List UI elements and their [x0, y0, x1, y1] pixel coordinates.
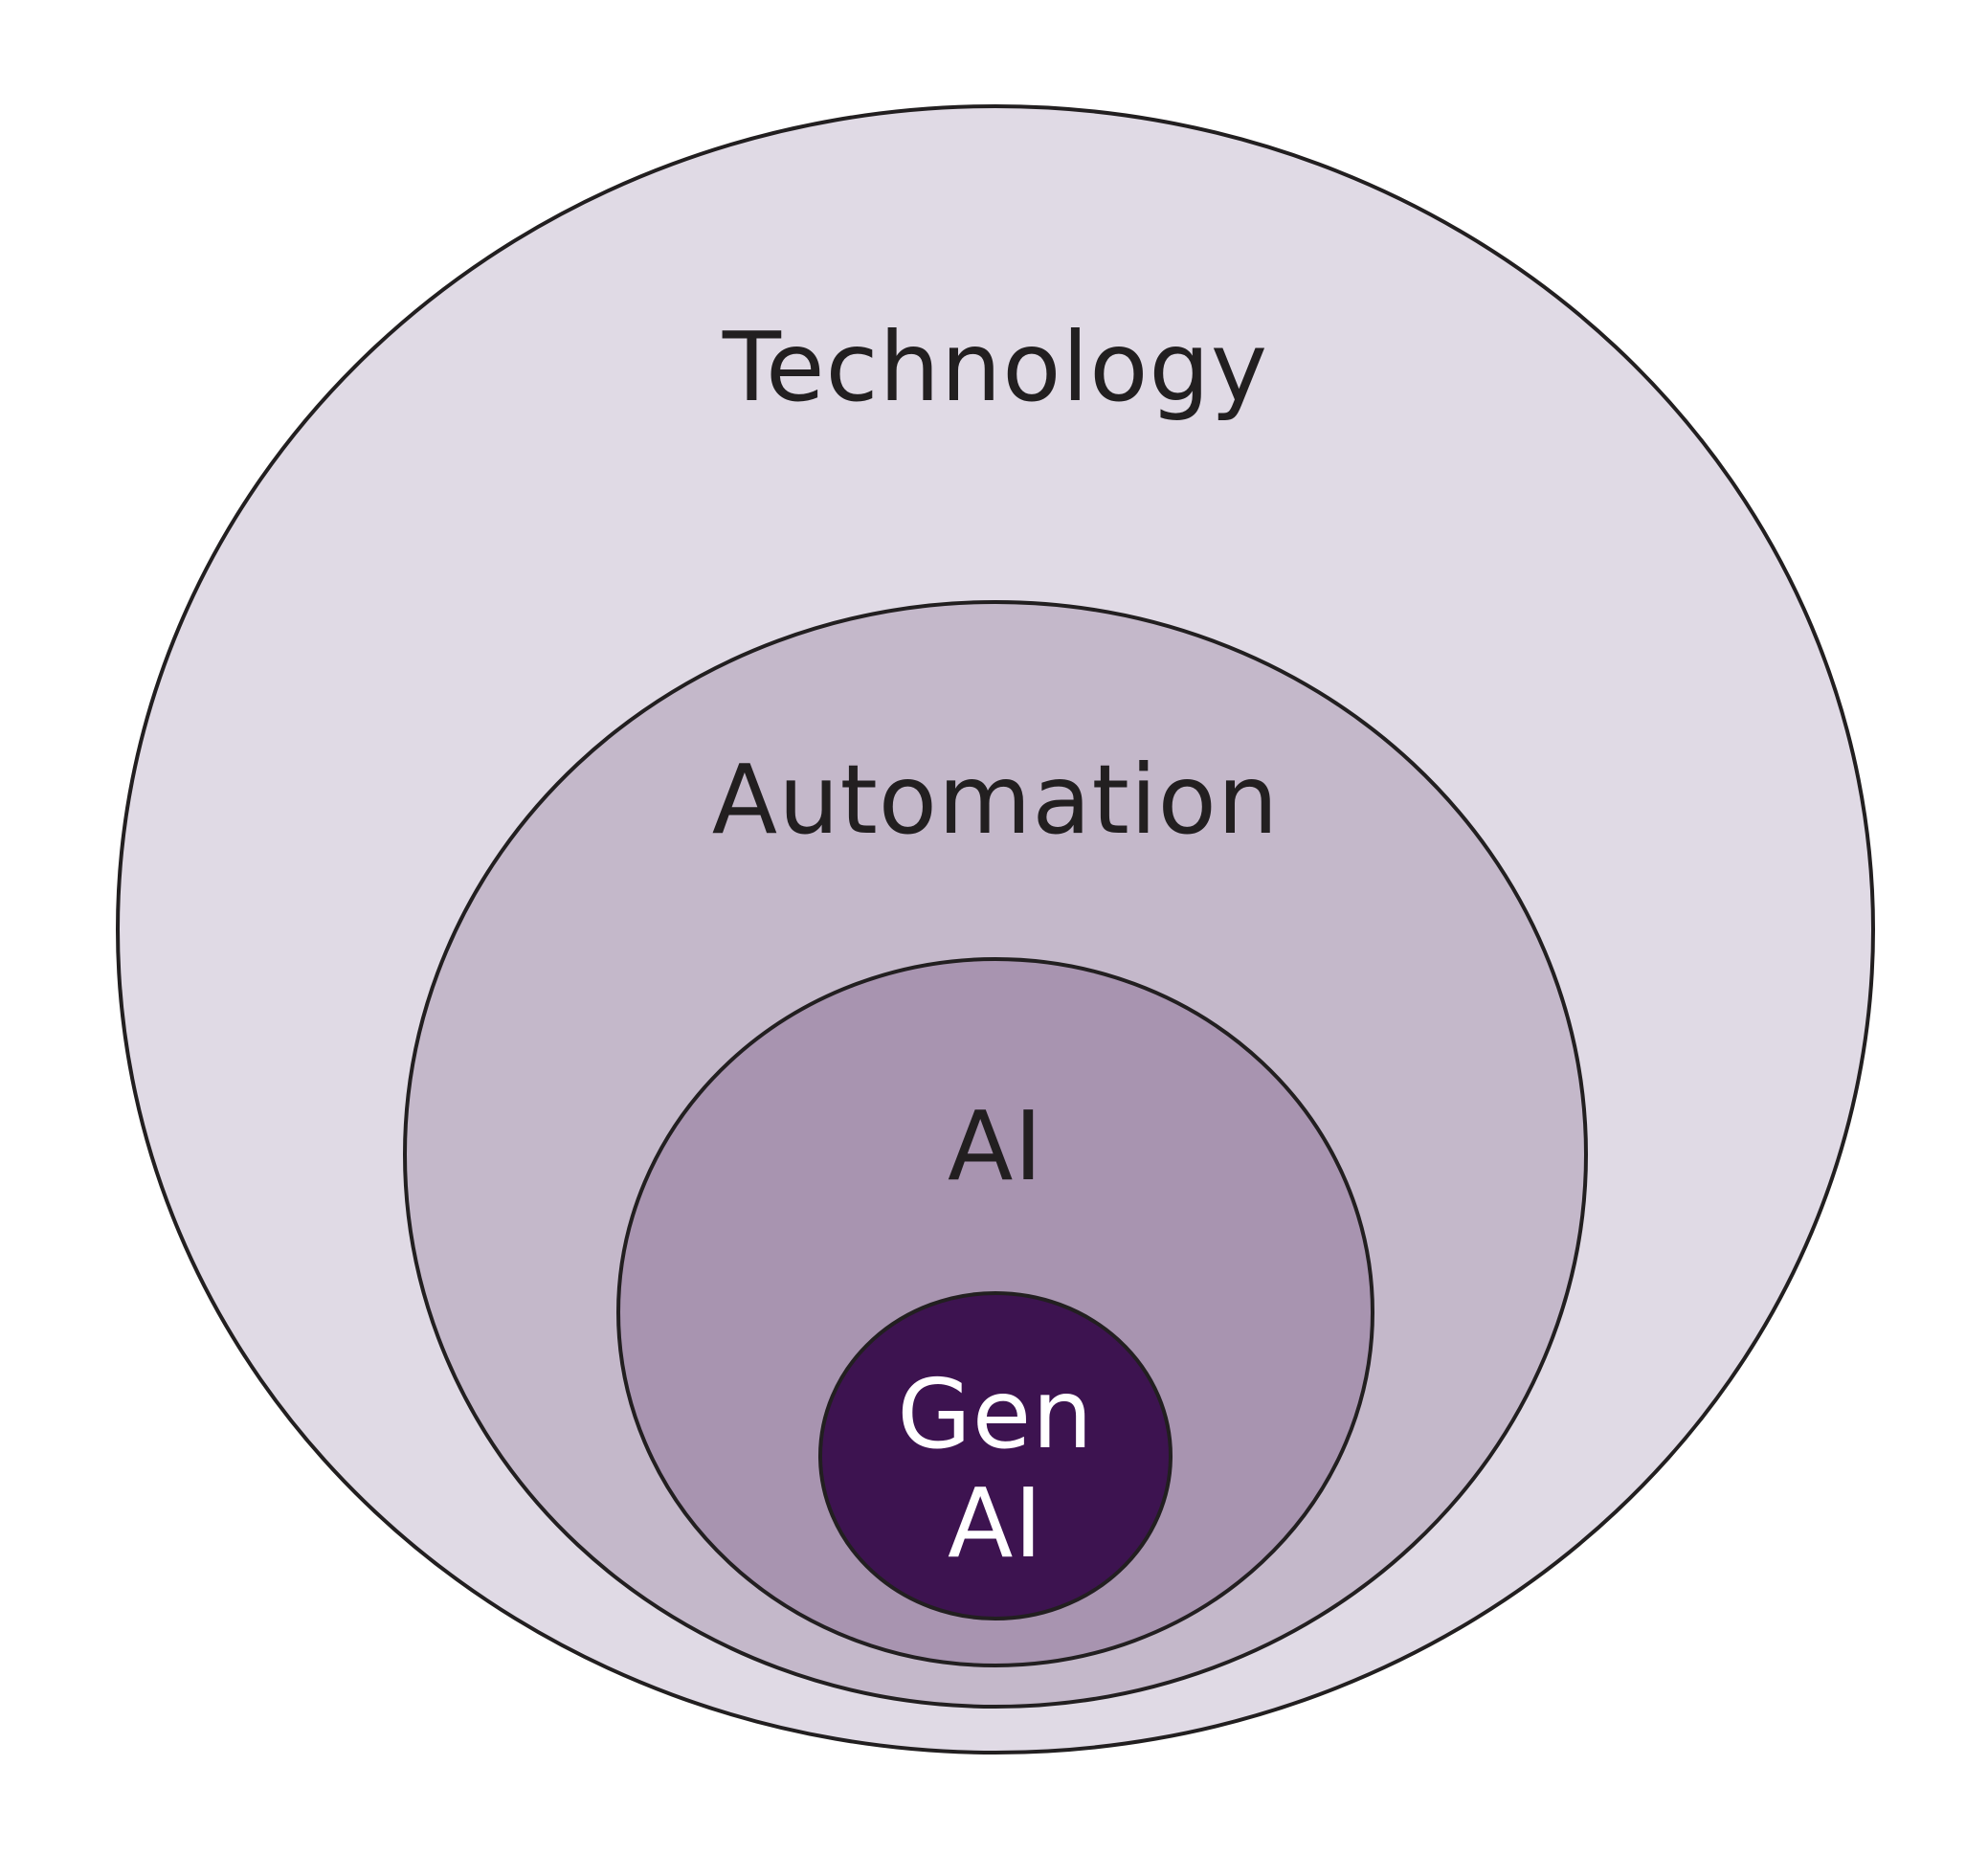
automation-label: Automation — [712, 744, 1279, 856]
gen-ai-label-line-1: Gen — [897, 1358, 1093, 1470]
ai-label: AI — [948, 1090, 1043, 1202]
gen-ai-ellipse — [818, 1291, 1173, 1620]
gen-ai-label-line-2: AI — [948, 1467, 1043, 1579]
technology-label: Technology — [722, 311, 1268, 423]
